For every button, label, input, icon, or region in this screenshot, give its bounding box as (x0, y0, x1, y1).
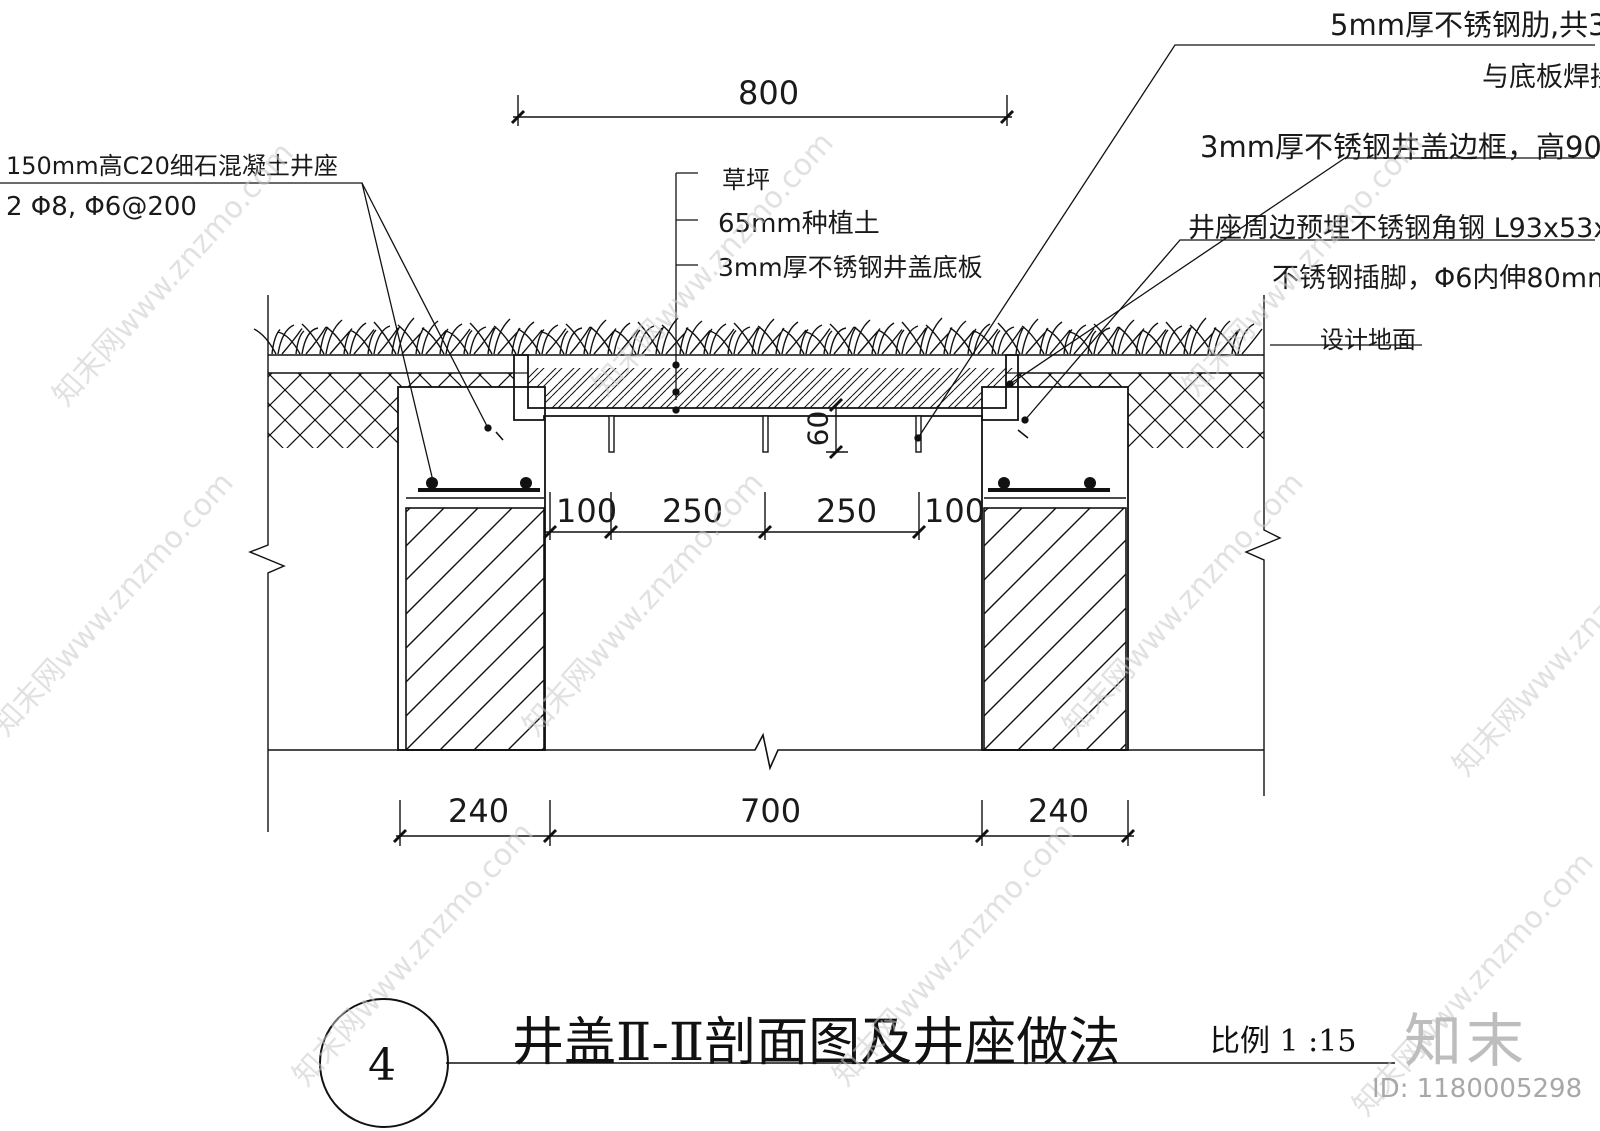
right-break-line (1244, 295, 1282, 796)
label-seat: 150mm高C20细石混凝土井座 (6, 152, 338, 180)
dim-top: 800 (738, 74, 800, 112)
rib-1 (608, 415, 615, 453)
soil-left (268, 373, 398, 448)
title-scale: 比例 1 :15 (1210, 1024, 1357, 1059)
label-rib-weld: 与底板焊接 (1482, 62, 1600, 93)
label-lawn: 草坪 (722, 166, 770, 194)
dim-spacing-3: 250 (816, 492, 878, 530)
title-main: 井盖Ⅱ-Ⅱ剖面图及井座做法 (512, 1013, 1121, 1073)
left-break-line (248, 295, 286, 832)
brand-logo: 知末 (1404, 1007, 1529, 1075)
grass-layer (253, 317, 1263, 355)
cover-soil (528, 368, 1018, 408)
dim-spacing-4: 100 (924, 492, 986, 530)
dim-bottom-mid: 700 (740, 792, 802, 830)
seat-top-left (398, 373, 514, 387)
seat-top-right (1018, 373, 1128, 387)
label-frame: 3mm厚不锈钢井盖边框，高90mm (1200, 130, 1600, 164)
dim-rib-height: 60 (801, 410, 835, 447)
dim-spacing-1: 100 (556, 492, 618, 530)
brand-id: ID: 1180005298 (1372, 1074, 1583, 1104)
label-ground: 设计地面 (1320, 326, 1416, 354)
label-insert: 不锈钢插脚，Φ6内伸80mm (1272, 263, 1600, 294)
label-rib: 5mm厚不锈钢肋,共3条 (1330, 8, 1600, 42)
dim-bottom-right: 240 (1028, 792, 1090, 830)
bottom-line (268, 732, 1264, 771)
rib-2 (762, 415, 769, 453)
dim-spacing-2: 250 (662, 492, 724, 530)
grass-blades (253, 317, 1263, 355)
label-angle: 井座周边预埋不锈钢角钢 L93x53x3 (1188, 213, 1600, 244)
dim-bottom-left: 240 (448, 792, 510, 830)
label-soil: 65mm种植土 (718, 209, 880, 239)
label-rebar: 2 Φ8, Φ6@200 (6, 192, 197, 222)
title-number: 4 (368, 1040, 396, 1091)
label-base-plate: 3mm厚不锈钢井盖底板 (718, 253, 983, 282)
cover-frame (513, 354, 1019, 421)
soil-right (1128, 373, 1264, 448)
wall-right-hatch (983, 507, 1127, 751)
